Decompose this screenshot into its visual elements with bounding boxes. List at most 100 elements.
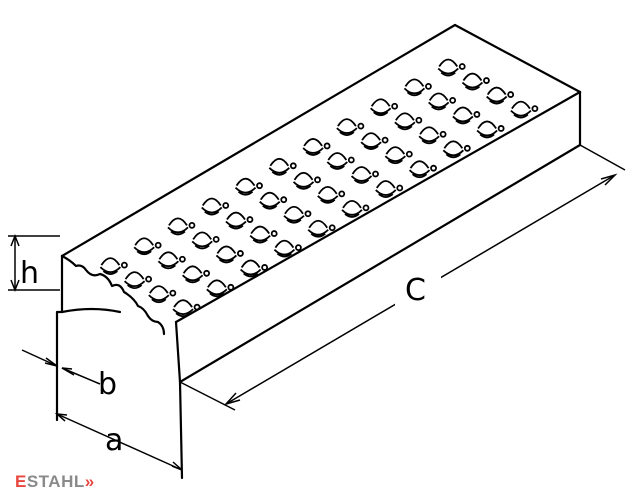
perforation-hole (326, 152, 348, 170)
perforation-hole (133, 237, 155, 256)
top-left-edge (60, 23, 457, 258)
perforation-hole (148, 285, 170, 304)
perforation-dot (304, 210, 312, 218)
h-dimension-line (8, 235, 60, 291)
perforation-hole (375, 180, 397, 198)
a-label: a (105, 423, 123, 458)
side-bottom-edge (178, 143, 582, 384)
perforation-hole (510, 100, 532, 119)
perforation-hole (341, 199, 363, 218)
perforation-dot (473, 111, 481, 118)
perforation-hole (215, 245, 238, 264)
perforation-dot (396, 184, 404, 192)
perforation-hole (418, 126, 440, 145)
perforation-hole (123, 271, 146, 290)
perforation-hole (486, 86, 508, 105)
perforation-dot (188, 221, 196, 229)
perforation-hole (442, 140, 464, 159)
perforation-hole (292, 171, 315, 190)
perforation-hole (181, 265, 204, 284)
perforation-dot (439, 130, 447, 138)
perforation-dot (178, 255, 186, 263)
perforation-hole (461, 72, 484, 91)
perforation-hole (403, 78, 426, 97)
perforation-dot (193, 303, 201, 311)
perforation-dot (256, 182, 263, 190)
perforation-dot (280, 196, 288, 204)
perforation-dot (362, 204, 370, 212)
perforation-hole (428, 92, 450, 111)
perforation-hole (172, 299, 194, 318)
perforation-dot (328, 224, 336, 232)
perforation-hole (360, 132, 382, 151)
perforation-hole (283, 205, 305, 224)
b-arrows (44, 357, 75, 376)
perforation-dot (289, 162, 297, 170)
perforation-hole (350, 166, 373, 184)
estahl-logo: ESTAHL» (15, 472, 95, 492)
perforation-hole (234, 177, 257, 196)
h-label: h (20, 256, 39, 291)
perforation-dot (425, 82, 432, 90)
a-arrows (54, 413, 183, 471)
perforation-dot (237, 250, 244, 257)
perforation-dot (531, 105, 539, 112)
perforation-dot (314, 176, 321, 184)
perforation-dot (347, 156, 355, 164)
b-label: b (98, 367, 117, 402)
perforation-hole (206, 279, 228, 298)
perforation-hole (191, 231, 213, 250)
h-arrows (10, 233, 20, 293)
perforation-dot (357, 122, 365, 130)
perforation-hole (99, 257, 122, 275)
perforation-dot (295, 244, 302, 251)
top-back-edge (453, 23, 582, 94)
perforation-dot (372, 170, 379, 178)
perforation-dot (430, 164, 437, 172)
perforation-dot (120, 261, 128, 269)
side-top-edge (174, 90, 582, 324)
perforation-dot (381, 136, 389, 144)
perforation-hole (476, 120, 498, 139)
perforation-hole (370, 98, 392, 117)
perforation-dot (497, 125, 505, 132)
perforation-dot (246, 216, 254, 223)
perforation-hole (225, 211, 247, 230)
perforation-dot (415, 116, 423, 124)
perforation-dot (227, 283, 235, 291)
perforation-hole (437, 58, 459, 77)
perforation-pattern (99, 58, 539, 318)
perforation-dot (212, 236, 220, 243)
perforation-hole (394, 112, 416, 131)
perforation-hole (239, 259, 262, 278)
perforation-hole (452, 106, 474, 125)
perforation-dot (449, 97, 457, 104)
perforation-hole (259, 191, 281, 210)
perforation-dot (222, 202, 230, 209)
perforation-hole (157, 251, 180, 270)
perforation-dot (203, 269, 211, 277)
c-label: C (405, 273, 426, 308)
perforation-dot (261, 264, 269, 271)
logo-chevrons: » (84, 472, 95, 491)
perforation-dot (154, 241, 162, 249)
perforation-hole (408, 160, 431, 179)
perforation-hole (384, 146, 406, 165)
perforation-hole (167, 217, 189, 236)
perforation-dot (169, 289, 177, 297)
perforation-hole (302, 138, 324, 156)
perforation-hole (307, 219, 329, 238)
perforation-hole (317, 185, 339, 204)
perforation-hole (273, 239, 296, 258)
perforation-dot (338, 190, 346, 198)
a-dimension-line (56, 413, 183, 471)
logo-stahl: STAHL (26, 472, 85, 491)
perforation-dot (145, 275, 153, 283)
front-left-edge (55, 254, 64, 422)
perforation-hole (336, 118, 358, 136)
perforation-dot (458, 63, 466, 70)
perforation-dot (405, 150, 413, 158)
perforation-dot (483, 77, 490, 84)
perforation-dot (323, 142, 331, 150)
